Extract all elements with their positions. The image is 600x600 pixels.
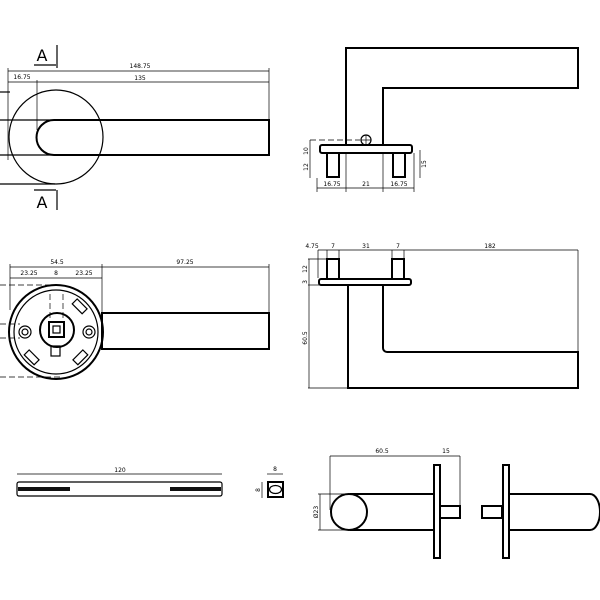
dim-left: 16.75 (323, 181, 340, 188)
side-view: 4.75 7 31 7 182 12 3 60.5 (302, 243, 579, 389)
dim-right: 23.25 (75, 270, 92, 277)
end-view: 60.5 15 Ø23 (313, 448, 600, 559)
dim-between: 31 (362, 243, 370, 250)
dim-12: 12 (303, 163, 310, 171)
dim-10: 10 (303, 147, 310, 155)
front-view: 148.75 16.75 135 A A (0, 45, 270, 212)
section-marker-bottom: A (37, 193, 48, 212)
dim-center: 8 (54, 270, 58, 277)
dim-spindle-width: 8 (273, 466, 277, 473)
top-view: 10 12 15 16.75 21 16.75 (303, 47, 579, 192)
dim-height: 60.5 (302, 331, 309, 345)
dim-diameter: Ø23 (313, 506, 320, 519)
dim-center: 21 (362, 181, 370, 188)
rose-view: 54.5 97.25 23.25 8 23.25 (0, 259, 270, 380)
dim-left: 23.25 (20, 270, 37, 277)
dim-spindle-height: 8 (255, 488, 262, 492)
dim-spindle-length: 120 (114, 467, 126, 474)
dim-4-75: 4.75 (305, 243, 319, 250)
dim-pin-height: 12 (302, 265, 309, 273)
dim-pin1: 7 (331, 243, 335, 250)
section-marker-top: A (37, 46, 48, 65)
dim-rose-offset: 16.75 (13, 74, 30, 81)
dim-pin2: 7 (396, 243, 400, 250)
dim-depth: 60.5 (375, 448, 389, 455)
dim-length: 182 (484, 243, 496, 250)
dim-overall: 148.75 (130, 63, 151, 70)
dim-rose-width: 54.5 (50, 259, 64, 266)
dim-lever-length: 135 (134, 75, 146, 82)
dim-15: 15 (421, 160, 428, 168)
dim-spindle: 15 (442, 448, 450, 455)
spindle-view: 120 8 8 (16, 466, 284, 498)
dim-plate: 3 (302, 280, 309, 284)
dim-lever-length: 97.25 (176, 259, 193, 266)
dim-right: 16.75 (390, 181, 407, 188)
